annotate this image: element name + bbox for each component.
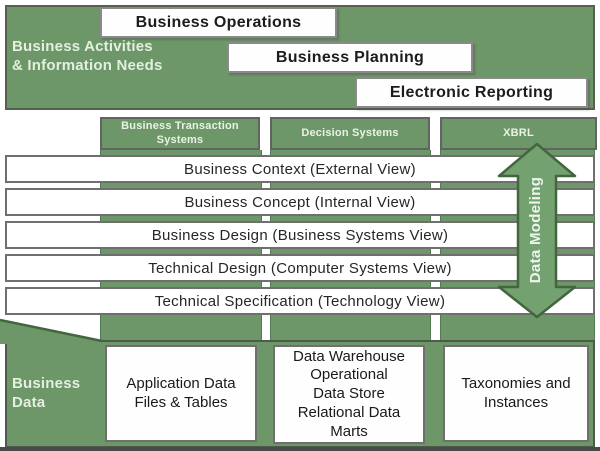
layer-row-technical-design: Technical Design (Computer Systems View) — [5, 254, 595, 282]
business-operations-box: Business Operations — [100, 7, 337, 38]
layer-row-technical-specification: Technical Specification (Technology View… — [5, 287, 595, 315]
layer-row-business-design: Business Design (Business Systems View) — [5, 221, 595, 249]
application-data-box: Application Data Files & Tables — [105, 345, 257, 442]
system-box-xbrl: XBRL — [440, 117, 597, 150]
page-bottom-border — [0, 447, 600, 451]
system-box-business-transaction: Business Transaction Systems — [100, 117, 260, 150]
taxonomies-instances-box: Taxonomies and Instances — [443, 345, 589, 442]
layer-row-business-concept: Business Concept (Internal View) — [5, 188, 595, 216]
business-planning-box: Business Planning — [227, 42, 473, 73]
business-activities-label: Business Activities & Information Needs — [12, 38, 163, 74]
data-warehouse-box: Data Warehouse Operational Data Store Re… — [273, 345, 425, 444]
electronic-reporting-box: Electronic Reporting — [355, 77, 588, 108]
connector-wedge-edge — [0, 318, 103, 343]
system-box-decision-systems: Decision Systems — [270, 117, 430, 150]
layer-row-business-context: Business Context (External View) — [5, 155, 595, 183]
business-data-label: Business Data — [12, 375, 81, 411]
